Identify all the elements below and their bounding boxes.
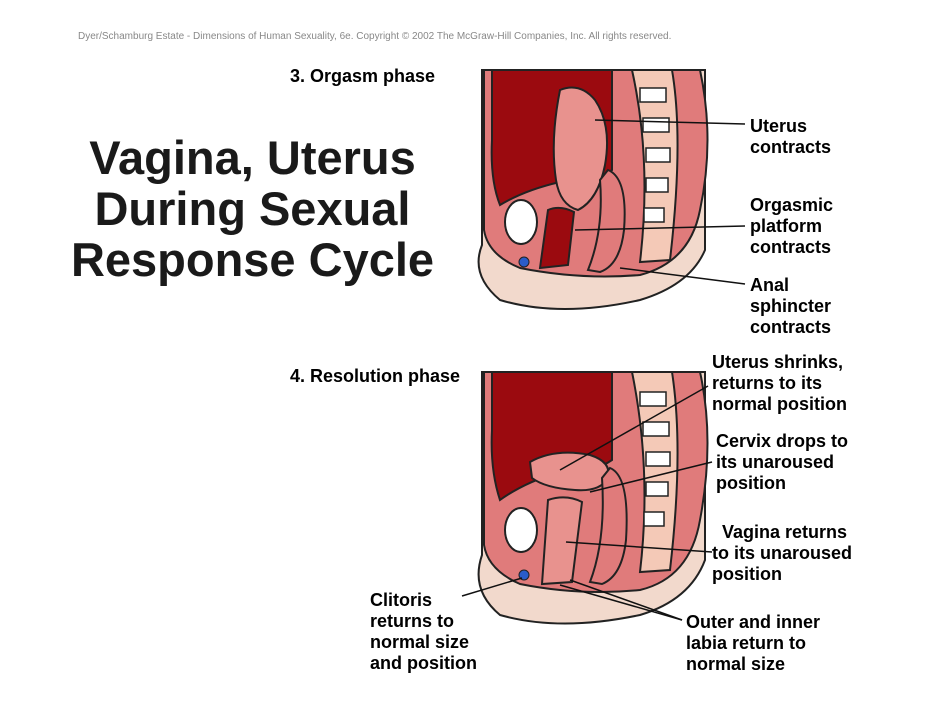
label-uterus-contracts: Uterus contracts — [750, 116, 831, 158]
resolution-pubic-bone — [504, 507, 538, 553]
orgasm-clitoris — [518, 256, 530, 268]
resolution-rectum — [588, 466, 628, 586]
label-line: Uterus shrinks, — [712, 352, 844, 372]
label-line: normal size — [686, 654, 786, 674]
label-line: Anal — [750, 275, 790, 295]
orgasm-phase-title: 3. Orgasm phase — [290, 66, 436, 86]
label-line: and position — [370, 653, 477, 673]
label-line: labia return to — [686, 633, 807, 653]
label-line: normal size — [370, 632, 470, 652]
orgasm-figure — [477, 69, 709, 310]
label-anal-sphincter: Anal sphincter contracts — [750, 275, 831, 338]
label-line: normal position — [712, 394, 847, 414]
label-line: Orgasmic — [750, 195, 834, 215]
label-line: to its unaroused — [712, 543, 853, 563]
label-uterus-shrinks: Uterus shrinks, returns to its normal po… — [712, 352, 847, 415]
label-orgasmic-platform: Orgasmic platform contracts — [750, 195, 833, 258]
orgasm-vertebrae — [639, 87, 671, 223]
label-line: Vagina returns — [722, 522, 848, 542]
resolution-vagina — [540, 496, 584, 586]
label-line: contracts — [750, 137, 832, 157]
label-line: its unaroused — [716, 452, 835, 472]
label-line: Clitoris — [370, 590, 433, 610]
label-line: returns to — [370, 611, 455, 631]
label-cervix-drops: Cervix drops to its unaroused position — [716, 431, 848, 494]
label-line: contracts — [750, 237, 832, 257]
resolution-phase-title: 4. Resolution phase — [290, 366, 461, 386]
label-vagina-returns: Vagina returns to its unaroused position — [712, 522, 852, 585]
leader-lines — [461, 119, 746, 621]
orgasm-vagina — [538, 206, 576, 270]
label-clitoris-returns: Clitoris returns to normal size and posi… — [370, 590, 477, 674]
resolution-vertebrae — [639, 391, 671, 527]
orgasm-uterus — [552, 86, 608, 212]
label-line: sphincter — [750, 296, 832, 316]
label-line: position — [712, 564, 782, 584]
title-line-1: Vagina, Uterus — [89, 131, 416, 184]
copyright-notice: Dyer/Schamburg Estate - Dimensions of Hu… — [78, 31, 672, 42]
label-line: platform — [750, 216, 822, 236]
title-line-3: Response Cycle — [70, 233, 435, 286]
orgasm-pubic-bone — [504, 199, 538, 245]
label-line: Uterus — [750, 116, 808, 136]
page-title: Vagina, Uterus During Sexual Response Cy… — [60, 132, 445, 285]
label-line: position — [716, 473, 786, 493]
label-line: contracts — [750, 317, 832, 337]
label-labia-return: Outer and inner labia return to normal s… — [686, 612, 820, 675]
orgasm-rectum — [586, 168, 626, 274]
label-line: returns to its — [712, 373, 823, 393]
title-line-2: During Sexual — [94, 182, 411, 235]
resolution-figure — [477, 371, 709, 625]
label-line: Cervix drops to — [716, 431, 849, 451]
label-line: Outer and inner — [686, 612, 821, 632]
